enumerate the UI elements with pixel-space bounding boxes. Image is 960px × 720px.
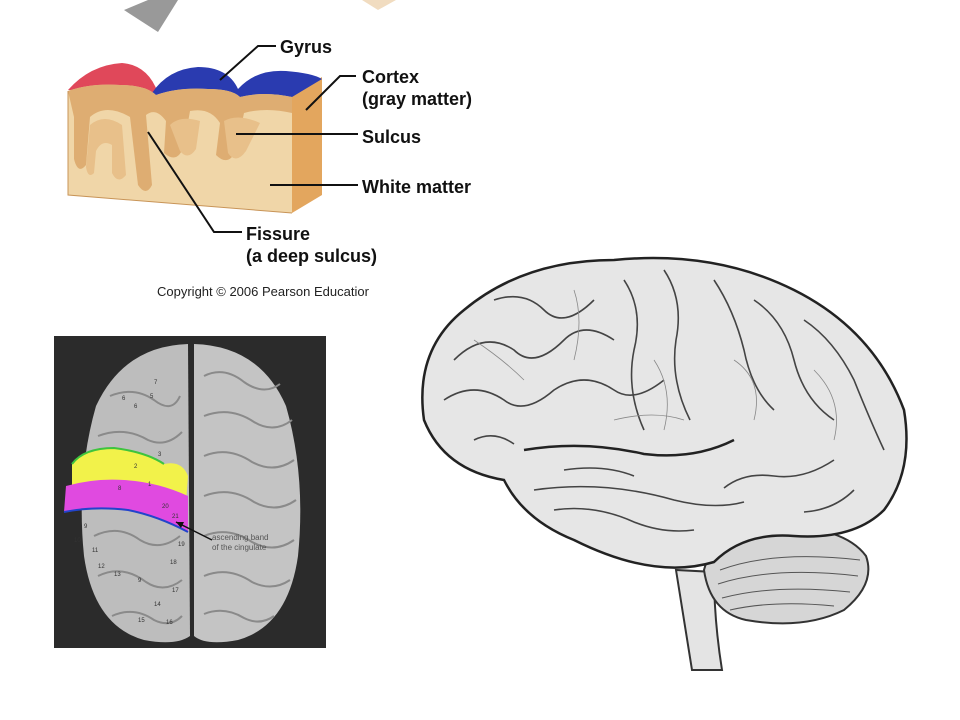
svg-text:9: 9 — [138, 578, 142, 584]
annotation-line-2: of the cingulate — [212, 543, 267, 552]
svg-text:1: 1 — [148, 482, 152, 488]
svg-text:2: 2 — [134, 464, 138, 470]
gyrus-label: Gyrus — [280, 37, 333, 57]
lateral-brain-illustration — [421, 256, 908, 671]
svg-text:10: 10 — [74, 538, 81, 544]
cortex-label: Cortex — [362, 67, 420, 87]
svg-text:3: 3 — [158, 452, 162, 458]
svg-text:6: 6 — [134, 404, 138, 410]
svg-text:15: 15 — [138, 618, 145, 624]
svg-text:14: 14 — [154, 602, 161, 608]
gray-arrow-fragment — [124, 0, 178, 32]
svg-text:13: 13 — [114, 572, 121, 578]
svg-text:8: 8 — [118, 486, 122, 492]
annotation-line-1: ascending band — [212, 533, 269, 542]
svg-text:6: 6 — [122, 396, 126, 402]
brain-top-view-photo: 7 5 6 6 3 2 8 1 20 21 9 10 11 12 13 9 19… — [54, 336, 326, 648]
white-matter-label: White matter — [362, 177, 472, 197]
deep-sulcus-label: (a deep sulcus) — [246, 246, 378, 266]
svg-text:16: 16 — [166, 620, 173, 626]
copyright-text: Copyright © 2006 Pearson Educatior — [157, 284, 369, 299]
sulcus-label: Sulcus — [362, 127, 422, 147]
diagram-leader-lines — [147, 45, 358, 233]
svg-text:9: 9 — [84, 524, 88, 530]
svg-text:17: 17 — [172, 588, 179, 594]
svg-text:12: 12 — [98, 564, 105, 570]
svg-text:21: 21 — [172, 514, 179, 520]
tan-arrow-fragment — [362, 0, 396, 10]
svg-text:7: 7 — [154, 380, 158, 386]
brain-top-view-illustration: 7 5 6 6 3 2 8 1 20 21 9 10 11 12 13 9 19… — [63, 344, 301, 643]
svg-text:20: 20 — [162, 504, 169, 510]
svg-text:19: 19 — [178, 542, 185, 548]
svg-text:5: 5 — [150, 394, 154, 400]
fissure-label: Fissure — [246, 224, 311, 244]
svg-text:11: 11 — [92, 548, 99, 554]
cortex-block-diagram — [67, 63, 322, 214]
gray-matter-label: (gray matter) — [362, 89, 473, 109]
svg-text:18: 18 — [170, 560, 177, 566]
